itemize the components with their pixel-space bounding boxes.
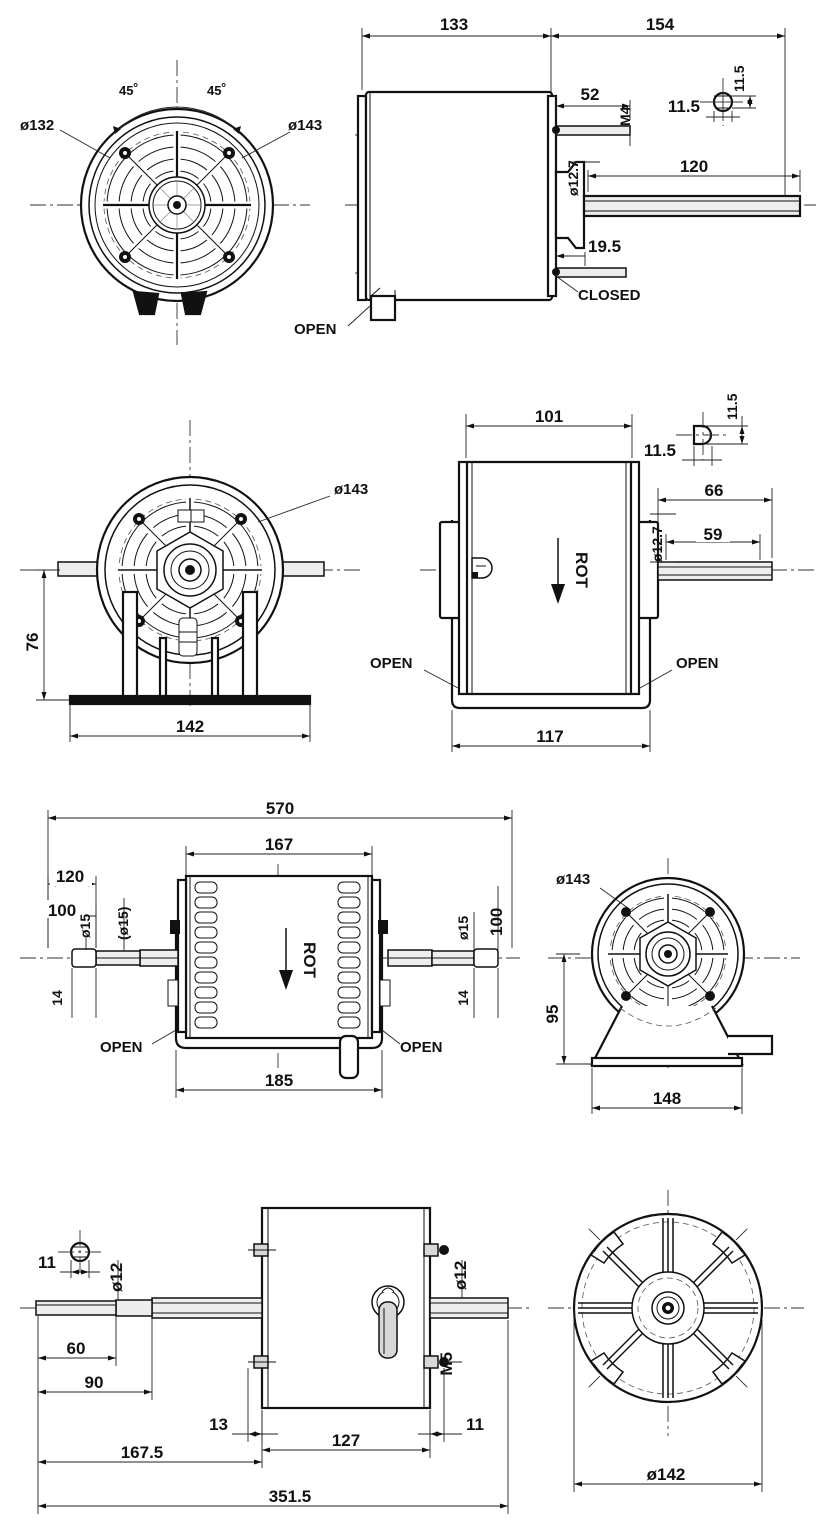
panel-3-side-view: ROT OPEN OPEN	[20, 864, 520, 1080]
panel-3-svg: 570 167	[20, 796, 800, 1114]
panel-4-lower-dimensions: 60 90 13 127 11	[37, 1316, 509, 1514]
panel-1-shaft-end-detail: 11.5 11.5	[668, 65, 756, 126]
dim-d12-7: ø12.7	[565, 160, 581, 196]
dim-117: 117	[536, 727, 563, 746]
panel-3-right-shaft-dimensions: ø15 100 14	[455, 886, 506, 1018]
dim-142: 142	[176, 717, 204, 736]
dim-d143: ø143	[288, 117, 322, 134]
panel-3-body-bottom-dimension: 185	[175, 1050, 383, 1098]
note-rot-p2: ROT	[572, 552, 591, 589]
dim-13: 13	[209, 1415, 228, 1434]
dim-148: 148	[653, 1089, 681, 1108]
panel-1-drawing: 133 154	[0, 0, 816, 360]
vent-slots-right	[337, 881, 361, 1029]
dim-d143-p3: ø143	[556, 871, 590, 888]
dim-11-5-vertical: 11.5	[731, 65, 747, 92]
dim-d132: ø132	[20, 117, 54, 134]
panel-1-svg: 133 154	[20, 14, 816, 345]
panel-1-front-view: 45 ° 45 ° ø132 ø143	[20, 60, 322, 345]
panel-3-drawing: 570 167	[0, 768, 816, 1158]
panel-2-shaft-dimensions: 66 59 ø12.7	[649, 478, 773, 563]
dim-d12-left-p4: ø12	[107, 1263, 126, 1292]
dim-M5: M5	[437, 1352, 456, 1376]
dim-11-right-p4: 11	[466, 1415, 484, 1434]
dim-100-left-p3: 100	[48, 901, 76, 920]
dim-154: 154	[646, 15, 675, 34]
angle-45-right: 45	[207, 83, 221, 98]
dim-11-5-v-p2: 11.5	[724, 393, 740, 420]
dim-d15-right-p3: ø15	[455, 916, 471, 940]
dim-120-p3: 120	[56, 867, 84, 886]
rotor-spokes	[578, 1218, 758, 1398]
dim-d12-7-p2: ø12.7	[649, 526, 665, 562]
dim-167-5: 167.5	[121, 1443, 164, 1462]
dim-19-5: 19.5	[588, 237, 621, 256]
panel-1-side-view: OPEN CLOSED	[294, 90, 816, 338]
panel-4-right-shaft-labels: ø12 M5	[437, 1260, 470, 1376]
dim-11-5-h-p2: 11.5	[644, 441, 676, 460]
dim-d15-ref-p3: (ø15)	[115, 907, 131, 940]
dim-120: 120	[680, 157, 708, 176]
dim-14-left-p3: 14	[49, 990, 65, 1006]
panel-2-drawing: 76 142 ø143 ROT	[0, 370, 816, 760]
vent-slots-left	[194, 881, 218, 1029]
dim-11-detail-p4: 11	[38, 1253, 56, 1272]
dim-570: 570	[266, 799, 294, 818]
dim-60: 60	[67, 1339, 86, 1358]
cable-gland	[371, 1285, 405, 1359]
note-open-left-p2: OPEN	[370, 655, 413, 672]
dim-52-label: 52	[581, 85, 600, 104]
dim-167: 167	[265, 835, 293, 854]
angle-dimensions: 45 ° 45 °	[113, 80, 241, 134]
front-mounting-bolts	[119, 147, 235, 263]
dim-66: 66	[705, 481, 724, 500]
dim-76: 76	[23, 633, 42, 652]
dim-95: 95	[543, 1005, 562, 1024]
dim-11-5-horizontal: 11.5	[668, 97, 700, 116]
degree-symbol-right: °	[221, 80, 226, 95]
note-closed-p1: CLOSED	[578, 287, 641, 304]
dim-14-right-p3: 14	[455, 990, 471, 1006]
rotation-arrow-p2: ROT	[551, 538, 591, 604]
panel-2-front-view: 76 142 ø143	[20, 420, 368, 742]
dim-351-5: 351.5	[269, 1487, 312, 1506]
dim-d15-left-p3: ø15	[77, 914, 93, 938]
dim-185: 185	[265, 1071, 293, 1090]
dim-d142: ø142	[647, 1465, 686, 1484]
panel-4-drawing: 11 ø12 ø12 M5 60 90 13	[0, 1160, 816, 1536]
panel-3-overall-dimension: 570	[47, 796, 513, 948]
panel-2-side-view: ROT OPEN OPEN 101 117	[370, 404, 816, 752]
note-open-p1: OPEN	[294, 321, 337, 338]
panel-1-top-dimension-chain: 133 154	[361, 14, 786, 200]
note-open-left-p3: OPEN	[100, 1039, 143, 1056]
note-rot-p3: ROT	[300, 942, 319, 979]
rotation-arrow-p3: ROT	[279, 928, 319, 990]
dim-d12-right-p4: ø12	[451, 1261, 470, 1290]
angle-45-left: 45	[119, 83, 133, 98]
dim-M4: M4	[617, 106, 633, 126]
dim-d143-p2: ø143	[334, 481, 368, 498]
panel-4-end-view: ø142	[548, 1190, 804, 1492]
panel-3-end-view: ø143 95 148	[543, 858, 800, 1114]
dim-127: 127	[332, 1431, 360, 1450]
note-open-right-p3: OPEN	[400, 1039, 443, 1056]
corner-mounts	[248, 1243, 449, 1369]
panel-4-side-view	[20, 1206, 530, 1410]
note-open-right-p2: OPEN	[676, 655, 719, 672]
panel-2-svg: 76 142 ø143 ROT	[20, 393, 816, 752]
panel-1-side-dimensions: 45 52 M4 ø12.7 120 19.5	[555, 65, 801, 266]
degree-symbol-left: °	[133, 80, 138, 95]
panel-4-svg: 11 ø12 ø12 M5 60 90 13	[20, 1190, 804, 1514]
panel-3-body-top-dimension: 167	[185, 832, 373, 880]
panel-4-shaft-section-detail: 11 ø12	[38, 1230, 126, 1300]
panel-3-left-shaft-dimensions: 120 100 ø15 (ø15) 14	[40, 867, 131, 1018]
dim-133: 133	[440, 15, 468, 34]
dim-100-right-p3: 100	[487, 908, 506, 936]
dim-90: 90	[85, 1373, 104, 1392]
panel-2-shaft-end-detail: 11.5 11.5	[644, 393, 748, 466]
dim-101: 101	[535, 407, 563, 426]
dim-59: 59	[704, 525, 723, 544]
